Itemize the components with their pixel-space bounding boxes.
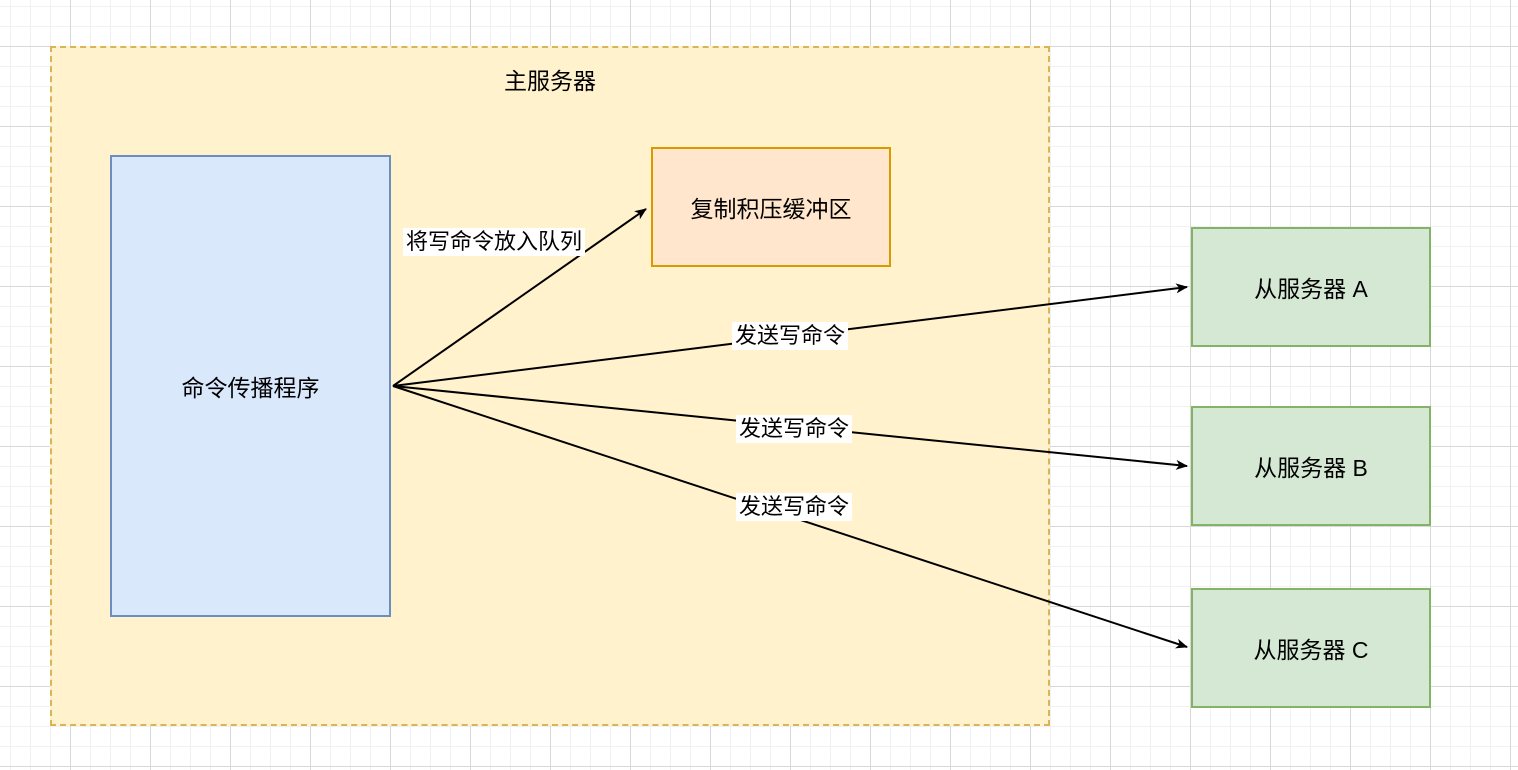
node-slave-server-b[interactable]: 从服务器 B bbox=[1191, 406, 1431, 526]
edge-label-send-write-command-c: 发送写命令 bbox=[735, 493, 853, 521]
node-command-propagator-label: 命令传播程序 bbox=[181, 375, 320, 401]
edge-label-send-write-command-a: 发送写命令 bbox=[731, 322, 849, 350]
node-replication-backlog-buffer-label: 复制积压缓冲区 bbox=[690, 196, 852, 222]
master-server-title: 主服务器 bbox=[504, 68, 596, 94]
node-slave-server-a[interactable]: 从服务器 A bbox=[1191, 227, 1431, 347]
node-replication-backlog-buffer[interactable]: 复制积压缓冲区 bbox=[651, 147, 891, 267]
edge-label-put-write-command-to-queue: 将写命令放入队列 bbox=[402, 228, 586, 256]
node-command-propagator[interactable]: 命令传播程序 bbox=[110, 155, 391, 617]
edge-label-send-write-command-b: 发送写命令 bbox=[735, 415, 853, 443]
node-slave-server-c-label: 从服务器 C bbox=[1253, 637, 1369, 663]
node-slave-server-a-label: 从服务器 A bbox=[1254, 276, 1368, 302]
node-slave-server-b-label: 从服务器 B bbox=[1254, 455, 1368, 481]
node-slave-server-c[interactable]: 从服务器 C bbox=[1191, 588, 1431, 708]
